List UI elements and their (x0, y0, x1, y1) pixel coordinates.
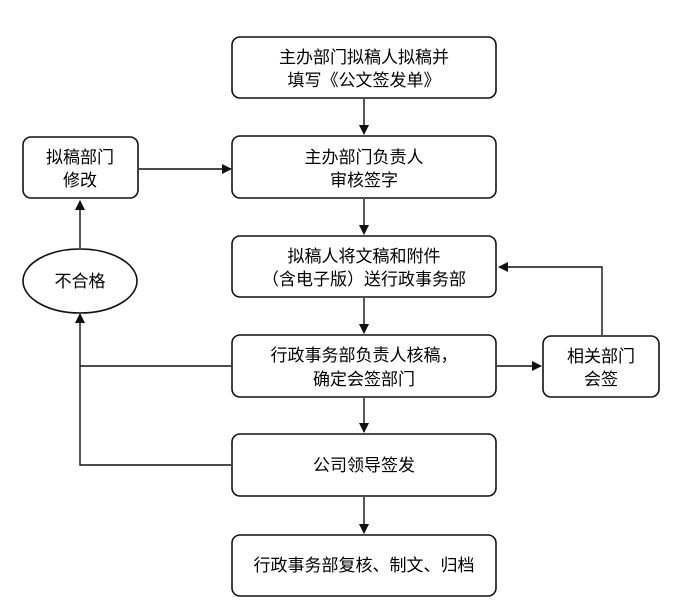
node-draft-line-1: 主办部门拟稿人拟稿并 (279, 48, 449, 68)
node-draft: 主办部门拟稿人拟稿并 填写《公文签发单》 (231, 36, 497, 99)
node-leader-sign: 公司领导签发 (231, 433, 497, 497)
node-revise-line-1: 拟稿部门 (46, 148, 114, 168)
node-dept-review-line-2: 审核签字 (330, 171, 398, 191)
node-dept-review-line-1: 主办部门负责人 (305, 148, 424, 168)
arrow-cosign-to-submit (498, 262, 603, 335)
node-admin-review: 行政事务部负责人核稿， 确定会签部门 (231, 334, 497, 398)
arrow-admin-review-to-unqualified (75, 313, 231, 367)
node-admin-review-line-2: 确定会签部门 (313, 370, 415, 390)
node-final-label: 行政事务部复核、制文、归档 (254, 556, 475, 576)
node-leader-sign-label: 公司领导签发 (313, 456, 415, 476)
node-cosign-line-1: 相关部门 (567, 347, 635, 367)
node-cosign: 相关部门 会签 (542, 335, 660, 398)
node-cosign-line-2: 会签 (584, 370, 618, 390)
connectors (75, 99, 603, 534)
node-draft-line-2: 填写《公文签发单》 (288, 71, 441, 91)
node-revise: 拟稿部门 修改 (22, 136, 139, 199)
node-unqualified: 不合格 (22, 248, 138, 314)
node-submit: 拟稿人将文稿和附件 （含电子版）送行政事务部 (231, 235, 497, 298)
node-final: 行政事务部复核、制文、归档 (231, 534, 497, 597)
node-revise-line-2: 修改 (63, 171, 97, 191)
node-admin-review-line-1: 行政事务部负责人核稿， (271, 346, 458, 366)
node-submit-line-1: 拟稿人将文稿和附件 (288, 247, 441, 267)
node-submit-line-2: （含电子版）送行政事务部 (262, 270, 466, 290)
node-unqualified-label: 不合格 (55, 272, 106, 292)
node-dept-review: 主办部门负责人 审核签字 (231, 135, 497, 199)
arrow-leader-sign-to-unqualified (79, 366, 231, 466)
